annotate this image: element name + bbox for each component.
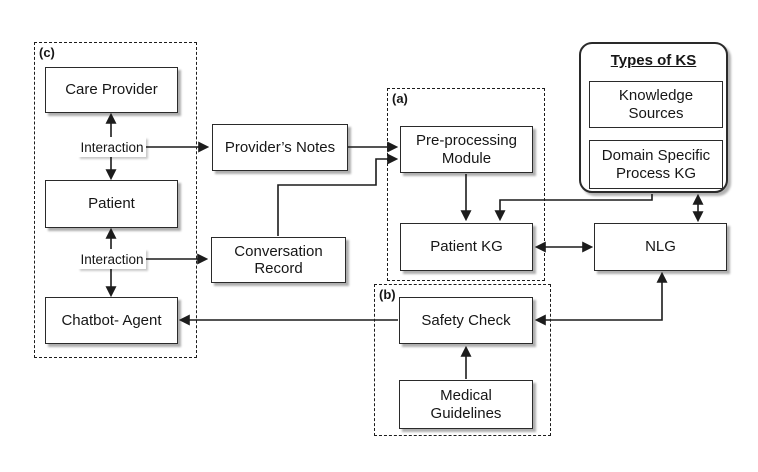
node-preprocessing-module: Pre-processing Module <box>400 126 533 173</box>
node-care-provider: Care Provider <box>45 67 178 113</box>
legend-title: Types of KS <box>610 52 697 69</box>
node-chatbot-agent: Chatbot- Agent <box>45 297 178 344</box>
node-patient: Patient <box>45 180 178 228</box>
group-b-label: (b) <box>379 287 396 302</box>
edge-label-interaction-top: Interaction <box>78 137 146 157</box>
node-safety-check: Safety Check <box>399 297 533 344</box>
group-b-box: (b) <box>374 284 551 436</box>
node-conversation-record: Conversation Record <box>211 237 346 283</box>
node-providers-notes: Provider’s Notes <box>212 124 348 171</box>
node-knowledge-sources: Knowledge Sources <box>589 81 723 128</box>
node-patient-kg: Patient KG <box>400 223 533 271</box>
legend-types-of-ks: Types of KS Knowledge Sources Domain Spe… <box>579 42 728 193</box>
node-medical-guidelines: Medical Guidelines <box>399 380 533 429</box>
group-c-box: (c) <box>34 42 197 358</box>
edge-label-interaction-bottom: Interaction <box>78 249 146 269</box>
node-nlg: NLG <box>594 223 727 271</box>
group-c-label: (c) <box>39 45 55 60</box>
edge-safetycheck-nlg <box>534 271 668 326</box>
group-a-label: (a) <box>392 91 408 106</box>
node-domain-specific-process-kg: Domain Specific Process KG <box>589 140 723 189</box>
